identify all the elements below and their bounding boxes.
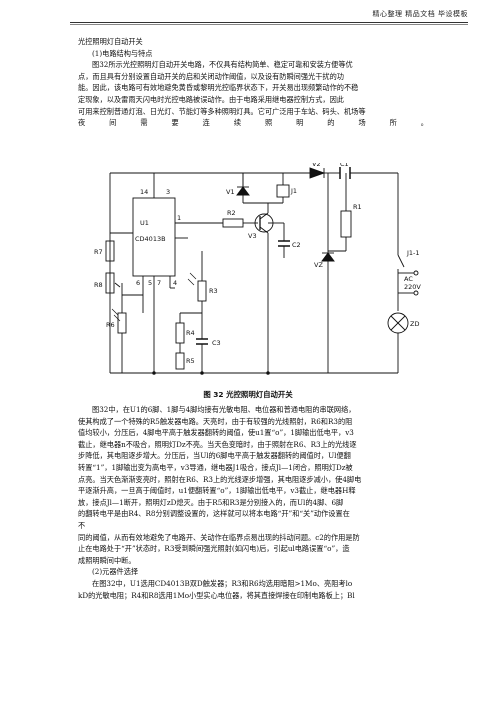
body-line: 转置“1”，1脚输出变为高电平，v3导通，继电器J1吸合，接点Jl—1闭合，照明…	[78, 462, 353, 472]
label-220v: 220V	[404, 283, 421, 291]
header-rule-thin	[70, 24, 468, 25]
label-c2: C2	[292, 241, 301, 249]
body-line: 点亮。当天色渐渐变亮时，照射在R6、R3上的光线逐步增强，其电阻逐步减小，使4脚…	[78, 474, 362, 484]
label-zd: ZD	[410, 320, 419, 328]
label-r2: R2	[227, 209, 236, 217]
figure-caption: 图 32 光控照明灯自动开关	[203, 390, 293, 399]
body-line: kD的光敏电阻；R4和R8选用1Mo小型实心电位器，将其直接焊接在印制电路板上；…	[78, 590, 355, 600]
label-pin3: 3	[166, 188, 170, 196]
body-line: 止在电路处于“开”状态时，R3受到瞬间强光照射(如闪电)后，引起ul电路误置“o…	[78, 544, 350, 554]
label-j1: J1	[290, 187, 297, 195]
resistor-r1	[340, 210, 352, 238]
label-pin1: 1	[177, 214, 181, 222]
intro-line: 能。因此，该电路可有效地避免黄昏或黎明光控临界状态下，开关易出现频繁动作的不稳	[78, 83, 359, 93]
relay-coil-j1	[276, 184, 290, 198]
intro-line: 夜 间 需 要 连 续 照 明 的 场 所 。	[78, 118, 428, 128]
body-line: 同的阈值，从而有效地避免了电路开、关动作在临界点易出现的抖动问题。c2的作用是防	[78, 532, 360, 542]
intro-section: 光控照明灯自动开关 (1)电路结构与特点 图32所示光控照明灯自动开关电路，不仅…	[78, 36, 428, 129]
label-r4: R4	[186, 329, 195, 337]
intro-line: 可用来控制普通灯泡、日光灯、节能灯等多种照明灯具。它可广泛用于车站、码头、机场等	[78, 106, 366, 116]
label-v1: V1	[226, 188, 235, 196]
label-pin4: 4	[173, 279, 177, 287]
body-line: 使其构成了一个特殊的R5触发器电路。天亮时，由于有较强的光线照射，R6和R3的阻	[78, 416, 353, 426]
relay-contact-j1-1	[397, 254, 405, 268]
label-c3: C3	[212, 339, 221, 347]
body-line: 平逐渐升高，一旦高于阈值时，u1便翻转置“o”，1脚输出低电平，v3截止，继电器…	[78, 486, 356, 496]
header-rule	[70, 22, 468, 23]
label-pin7: 7	[157, 279, 161, 287]
body-line: 不	[78, 520, 86, 530]
intro-title: 光控照明灯自动开关	[78, 37, 143, 46]
body-line: 值均较小，分压后，4脚电平高于触发器翻转的阈值，使u1置“o”，1脚输出低电平，…	[78, 428, 354, 438]
label-vz: VZ	[314, 261, 323, 269]
body-subheading: (2)元器件选择	[92, 567, 139, 577]
resistor-r2	[222, 218, 244, 228]
body-line: 截止，继电器n不吸合，照明灯Dz不亮。当天色变暗时，由于照射在R6、R3上的光线…	[78, 439, 357, 449]
label-u1: U1	[140, 219, 149, 227]
diode-v2	[309, 167, 326, 179]
ldr-r6	[117, 312, 127, 334]
diode-v1	[236, 186, 250, 196]
body-line: 放，接点Jl—1断开，照明灯zD熄灭。由于R5和R3是分别接入的，而Ul的4脚、…	[78, 497, 344, 507]
label-c1: C1	[340, 163, 349, 168]
label-pin5: 5	[148, 279, 152, 287]
ac-terminal	[413, 270, 419, 276]
page-header: 精心整理 精品文档 毕设模板	[0, 0, 496, 30]
label-j1-1: J1-1	[406, 249, 420, 257]
circuit-diagram: U1 CD4013B 14 3 1 6 5 7 4 R7 R8 R6 R2 R3…	[94, 163, 421, 375]
ldr-r3	[197, 280, 207, 302]
intro-subheading: (1)电路结构与特点	[92, 48, 153, 58]
label-r1: R1	[353, 203, 362, 211]
body-line: 的翻转电平是由R4、R8分别调整设置的，这样就可以将本电路“开”和“关”动作设置…	[78, 509, 350, 519]
zener-vz	[321, 252, 335, 262]
body-line: 步降低，其电阻逐步增大。分压后，当Ul的6脚电平高于触发器翻转的阈值时，Ul便翻	[78, 451, 351, 461]
label-r3: R3	[209, 287, 218, 295]
header-text: 精心整理 精品文档 毕设模板	[372, 10, 468, 18]
body-line: 图32中，在U1的6脚、1脚与4脚均接有光敏电阻、电位器和普通电阻的串联网络，	[92, 405, 356, 414]
body-line: 在图32中，U1选用CD4013B双D触发器；R3和R6均选用暗阻>1Mo、亮阻…	[92, 578, 353, 588]
intro-line: 点，而且具有分别设置自动开关的启和关闭动作阈值，以及设有防瞬间强光干扰的功	[78, 71, 344, 81]
label-v3: V3	[248, 232, 257, 240]
intro-line: 图32所示光控照明灯自动开关电路，不仅具有结构简单、稳定可靠和安装方便等优	[92, 60, 353, 70]
label-pin14: 14	[140, 188, 148, 196]
intro-line: 定现象，以及雷雨天闪电时光控电路被误动作。由于电路采用继电器控制方式，因此	[78, 94, 344, 104]
body-line: 成照明瞬间中断。	[78, 555, 136, 565]
potentiometer-r4	[175, 322, 185, 344]
chip-u1	[132, 197, 176, 277]
label-r8: R8	[94, 281, 103, 289]
label-r7: R7	[94, 248, 103, 256]
label-pin6: 6	[136, 279, 140, 287]
label-v2: V2	[312, 163, 321, 168]
label-chip: CD4013B	[135, 235, 166, 243]
resistor-r7	[105, 240, 115, 262]
resistor-r5	[175, 352, 185, 370]
label-r6: R6	[106, 321, 115, 329]
label-ac: AC	[404, 275, 413, 283]
label-r5: R5	[186, 357, 195, 365]
potentiometer-r8	[105, 272, 115, 294]
body-section: 图32中，在U1的6脚、1脚与4脚均接有光敏电阻、电位器和普通电阻的串联网络， …	[78, 404, 428, 601]
